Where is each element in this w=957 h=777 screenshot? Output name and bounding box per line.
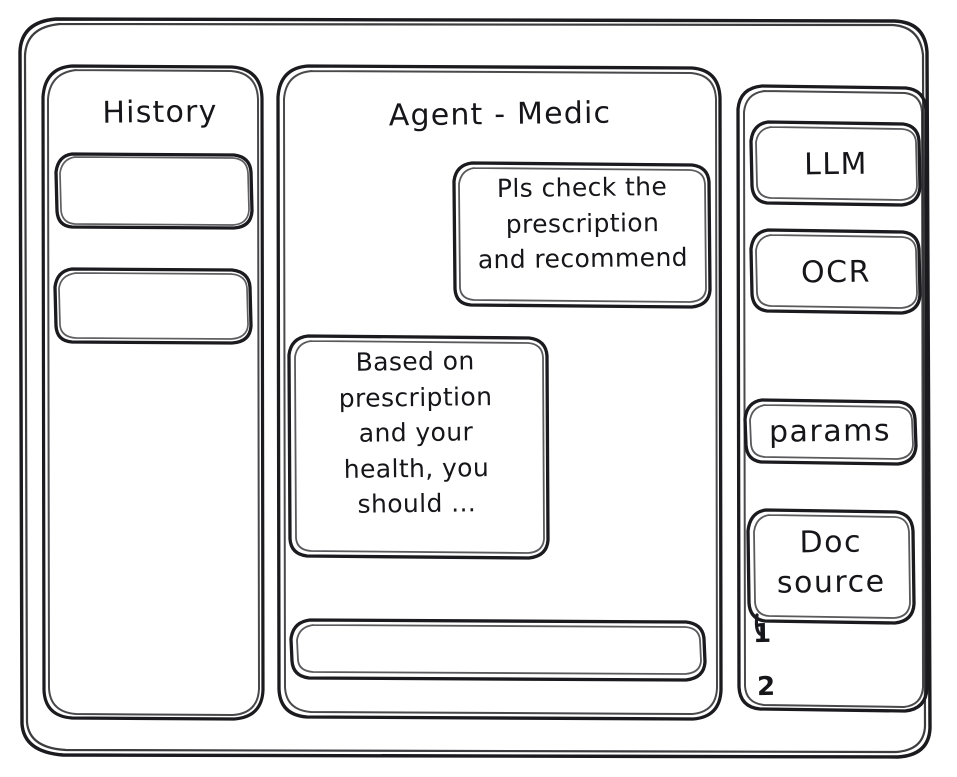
history-item-2[interactable] xyxy=(53,267,253,345)
doc-source-item-1[interactable]: 1 xyxy=(752,618,772,650)
tools-panel xyxy=(736,84,929,713)
agent-panel xyxy=(276,64,723,721)
history-item-1[interactable] xyxy=(54,152,254,230)
history-panel xyxy=(41,64,265,721)
doc-source-connector xyxy=(754,613,762,636)
tool-button-doc-source[interactable] xyxy=(746,508,916,625)
tool-label-doc-source: Doc source xyxy=(776,524,886,601)
window-frame xyxy=(18,17,932,759)
agent-message-text: Based on prescription and your health, y… xyxy=(338,346,493,519)
tool-button-llm[interactable] xyxy=(749,120,922,207)
agent-panel-title: Agent - Medic xyxy=(388,95,612,134)
user-message-text: Pls check the prescription and recommend xyxy=(477,171,689,275)
tool-label-params: params xyxy=(768,413,892,450)
tool-button-ocr[interactable] xyxy=(749,228,922,315)
history-panel-title: History xyxy=(102,94,218,131)
message-bubble-user xyxy=(452,161,712,309)
message-composer-input[interactable] xyxy=(289,618,707,682)
tool-label-llm: LLM xyxy=(803,146,869,183)
message-bubble-agent xyxy=(287,334,550,560)
tool-label-ocr: OCR xyxy=(800,254,872,291)
tool-button-params[interactable] xyxy=(743,398,918,466)
doc-source-item-2[interactable]: 2 xyxy=(756,671,776,703)
